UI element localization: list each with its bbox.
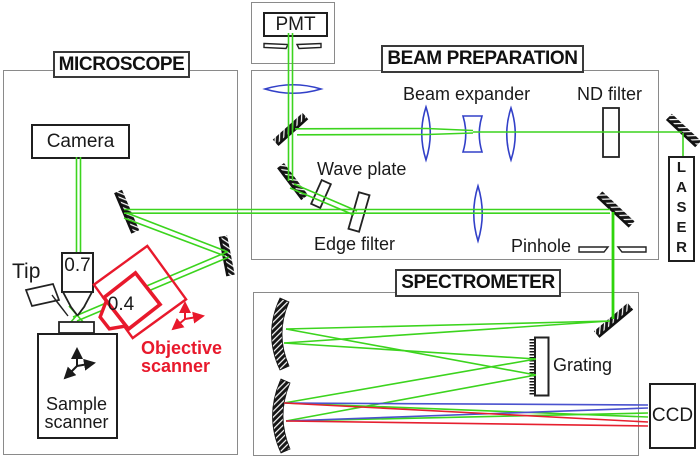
expander-concave-lens — [461, 115, 484, 153]
microscope-title: MICROSCOPE — [53, 51, 190, 78]
beamprep-fold-mirror — [277, 163, 309, 201]
nd-filter-label: ND filter — [577, 84, 643, 104]
microscope-title-text: MICROSCOPE — [58, 53, 185, 75]
camera-box: Camera — [31, 124, 130, 159]
focusing-concave-mirror — [272, 378, 291, 454]
expander-lens-1 — [420, 104, 432, 163]
microscope-mirror-left — [114, 189, 140, 234]
sample-holder — [58, 321, 95, 334]
afm-tip-point — [51, 294, 69, 317]
collimating-concave-mirror — [271, 297, 290, 371]
microscope-mirror-right — [218, 235, 235, 277]
pinhole-slit-right — [616, 246, 647, 253]
objective-scanner-label: Objective scanner — [141, 338, 223, 377]
objective-scanner-axes — [171, 301, 205, 331]
camera-label: Camera — [46, 130, 115, 152]
wave-plate-element — [309, 178, 333, 210]
afm-tip-body — [24, 283, 61, 307]
laser-label: LASER — [673, 159, 690, 259]
pinhole-mirror — [596, 191, 635, 228]
pmt-slit-left — [263, 42, 290, 50]
laser-box: LASER — [668, 156, 695, 262]
objective-07-label: 0.7 — [64, 255, 91, 276]
pinhole-slit-left — [578, 246, 610, 253]
edge-filter-element — [347, 191, 371, 233]
blue-spectrum-beams — [283, 402, 649, 422]
objective-04-body — [101, 270, 163, 332]
ccd-label: CCD — [651, 405, 694, 426]
green-beams — [68, 33, 684, 422]
grating-teeth — [529, 338, 535, 395]
ccd-box: CCD — [649, 383, 696, 449]
beam-preparation-title-text: BEAM PREPARATION — [387, 48, 578, 69]
red-spectrum-beams — [283, 402, 649, 427]
pmt-box: PMT — [263, 12, 328, 37]
spectrometer-title-text: SPECTROMETER — [401, 272, 555, 293]
wave-plate-label: Wave plate — [317, 159, 407, 179]
spectrometer-title: SPECTROMETER — [395, 269, 561, 297]
spectrometer-fold-mirror — [593, 303, 634, 338]
pmt-slit-right — [295, 42, 322, 50]
grating-element — [534, 336, 550, 397]
objective-07-nose — [61, 291, 94, 316]
edge-filter-label: Edge filter — [314, 234, 396, 254]
tip-label: Tip — [12, 260, 41, 283]
sample-scanner-label: Sample scanner — [44, 394, 109, 433]
beam-expander-label: Beam expander — [403, 84, 531, 104]
grating-label: Grating — [553, 355, 613, 375]
expander-lens-2 — [505, 105, 517, 163]
pmt-label: PMT — [275, 13, 316, 35]
pinhole-label: Pinhole — [511, 236, 572, 256]
sample-scanner-axes — [63, 347, 96, 380]
beam-preparation-title: BEAM PREPARATION — [381, 45, 584, 73]
objective-04-label: 0.4 — [107, 294, 135, 315]
